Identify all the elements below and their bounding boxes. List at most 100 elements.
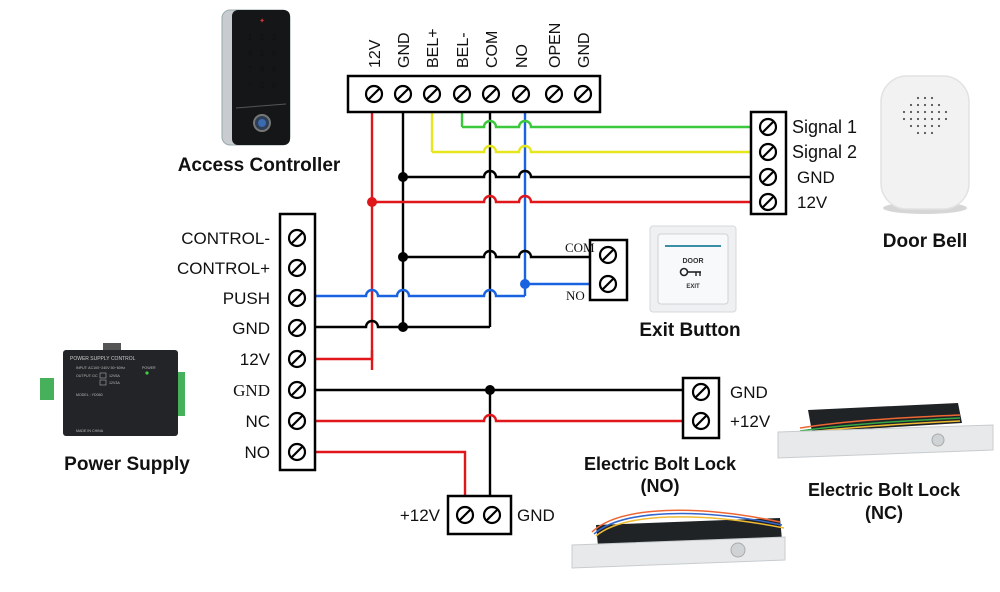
- access-controller-terminals: 12V GND BEL+ BEL- COM NO OPEN GND: [364, 23, 593, 104]
- access-controller-terminal-block: [346, 74, 602, 114]
- keypad-key: 3: [272, 33, 277, 42]
- access-controller-title: Access Controller: [178, 155, 341, 176]
- terminal-screw: [287, 380, 307, 400]
- bolt-lock-no-terminals: +12V GND: [400, 505, 555, 525]
- terminal-label: Signal 1: [792, 117, 857, 137]
- terminal-label: CONTROL+: [177, 259, 270, 278]
- terminal-screw: [511, 84, 531, 104]
- terminal-screw: [452, 84, 472, 104]
- bolt-lock-no-image: [571, 509, 786, 569]
- exit-face-top: DOOR: [683, 258, 704, 265]
- exit-button-image: DOOR EXIT: [649, 225, 737, 313]
- exit-face-bottom: EXIT: [686, 284, 700, 290]
- keypad-key: 0: [260, 81, 265, 90]
- terminal-label: +12V: [730, 412, 771, 431]
- terminal-label: OPEN: [547, 23, 564, 68]
- terminal-screw: [691, 411, 711, 431]
- terminal-screw: [287, 318, 307, 338]
- terminal-label: NO: [245, 443, 271, 462]
- bolt-lock-no-subtitle: (NO): [641, 476, 680, 496]
- keypad-key: 1: [248, 33, 253, 42]
- keypad-key: 8: [260, 65, 265, 74]
- terminal-label: BEL+: [425, 28, 442, 68]
- terminal-screw: [573, 84, 593, 104]
- svg-text:✦: ✦: [259, 17, 265, 25]
- svg-text:INPUT: AC100~240V 50~60Hz: INPUT: AC100~240V 50~60Hz: [76, 366, 125, 370]
- terminal-screw: [393, 84, 413, 104]
- terminal-label: NC: [245, 412, 270, 431]
- bolt-lock-nc-image: [777, 403, 994, 459]
- terminal-screw: [598, 245, 618, 265]
- terminal-label: GND: [797, 168, 835, 187]
- terminal-screw: [287, 228, 307, 248]
- terminal-label: CONTROL-: [181, 229, 270, 248]
- junction-dot: [398, 252, 408, 262]
- keypad-key: #: [272, 81, 277, 90]
- junction-dot: [398, 172, 408, 182]
- junction-dot: [367, 197, 377, 207]
- junction-dot: [520, 279, 530, 289]
- terminal-screw: [455, 505, 475, 525]
- terminal-label: GND: [233, 381, 270, 400]
- junction-dot: [398, 322, 408, 332]
- terminal-screw: [758, 117, 778, 137]
- svg-text:POWER: POWER: [142, 366, 156, 370]
- terminal-label: GND: [517, 506, 555, 525]
- terminal-screw: [287, 349, 307, 369]
- wire-exit-com: [403, 249, 590, 259]
- svg-text:MODEL : YD060: MODEL : YD060: [76, 393, 103, 397]
- terminal-screw: [422, 84, 442, 104]
- terminal-label: BEL-: [455, 32, 472, 68]
- keypad-key: 2: [260, 33, 265, 42]
- wire-push: [315, 288, 525, 298]
- power-supply-terminal-block: [278, 212, 317, 472]
- terminal-screw: [481, 84, 501, 104]
- door-bell-image: [880, 75, 970, 214]
- keypad-key: 6: [272, 49, 277, 58]
- power-supply-title: Power Supply: [64, 454, 190, 475]
- terminal-label: PUSH: [223, 289, 270, 308]
- door-bell-terminals: Signal 1 Signal 2 GND 12V: [758, 117, 857, 212]
- terminal-label: GND: [576, 32, 593, 68]
- terminal-label: +12V: [400, 506, 441, 525]
- svg-text:POWER SUPPLY CONTROL: POWER SUPPLY CONTROL: [70, 356, 136, 362]
- terminal-label: GND: [396, 32, 413, 68]
- svg-text:12V3A: 12V3A: [109, 381, 120, 385]
- power-supply-terminals: CONTROL- CONTROL+ PUSH GND 12V GND NC NO: [177, 228, 307, 462]
- terminal-label: GND: [730, 383, 768, 402]
- keypad-key: 7: [248, 65, 253, 74]
- terminal-label: 12V: [797, 193, 828, 212]
- bolt-lock-nc-subtitle: (NC): [865, 503, 903, 523]
- terminal-label: GND: [232, 319, 270, 338]
- svg-text:OUTPUT: DC: OUTPUT: DC: [76, 374, 98, 378]
- terminal-label: NO: [566, 288, 585, 303]
- terminal-screw: [758, 142, 778, 162]
- wire-bell-12v: [372, 194, 751, 204]
- wire-lock-no: [315, 450, 467, 496]
- terminal-screw: [287, 442, 307, 462]
- bolt-lock-nc-terminals: GND +12V: [691, 382, 771, 431]
- terminal-screw: [364, 84, 384, 104]
- wire-ps-gnd: [315, 319, 490, 329]
- wire-ps-12v: [315, 350, 374, 361]
- svg-text:12V5A: 12V5A: [109, 374, 120, 378]
- terminal-label: 12V: [367, 39, 384, 68]
- bolt-lock-nc-title: Electric Bolt Lock: [808, 480, 961, 500]
- terminal-screw: [287, 258, 307, 278]
- terminal-label: Signal 2: [792, 142, 857, 162]
- keypad-key: 5: [260, 49, 265, 58]
- keypad-key: 4: [248, 49, 253, 58]
- wire-signal1: [462, 119, 751, 129]
- terminal-screw: [758, 192, 778, 212]
- terminal-label: 12V: [240, 350, 271, 369]
- terminal-label: COM: [484, 31, 501, 68]
- exit-button-title: Exit Button: [639, 320, 740, 341]
- wire-bell-gnd: [403, 169, 751, 179]
- terminal-screw: [691, 382, 711, 402]
- terminal-label: NO: [514, 44, 531, 68]
- terminal-screw: [758, 167, 778, 187]
